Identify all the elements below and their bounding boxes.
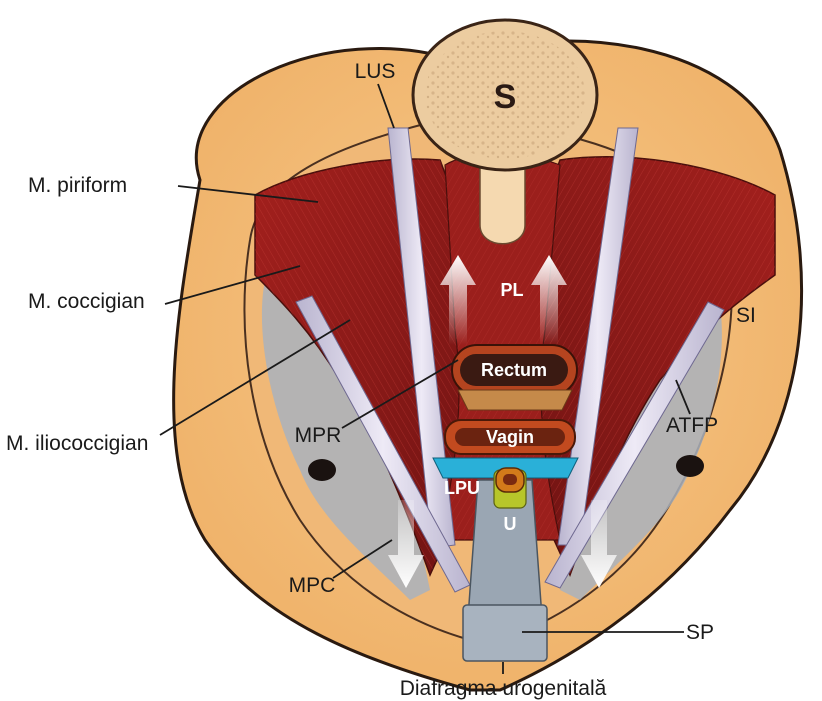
label-lus: LUS [355, 60, 396, 83]
label-pl: PL [500, 280, 523, 300]
label-coccigian: M. coccigian [28, 290, 145, 313]
vagina-label: Vagin [486, 427, 534, 447]
label-urogenital: Diafragma urogenitală [400, 677, 607, 700]
obturator-foramen-left [308, 459, 336, 481]
label-atfp: ATFP [666, 414, 718, 437]
label-mpr: MPR [295, 424, 342, 447]
label-u: U [504, 514, 517, 534]
label-si: SI [736, 304, 756, 327]
label-iliococcigian: M. iliococcigian [6, 432, 148, 455]
label-sp: SP [686, 621, 714, 644]
rectum-label: Rectum [481, 360, 547, 380]
label-piriform: M. piriform [28, 174, 127, 197]
label-lpu: LPU [444, 478, 480, 498]
label-mpc: MPC [289, 574, 336, 597]
urethra-inner [503, 474, 517, 485]
rectum-base [458, 390, 572, 410]
sacrum-label: S [494, 78, 517, 116]
symphysis-pubis [463, 605, 547, 661]
obturator-foramen-right [676, 455, 704, 477]
